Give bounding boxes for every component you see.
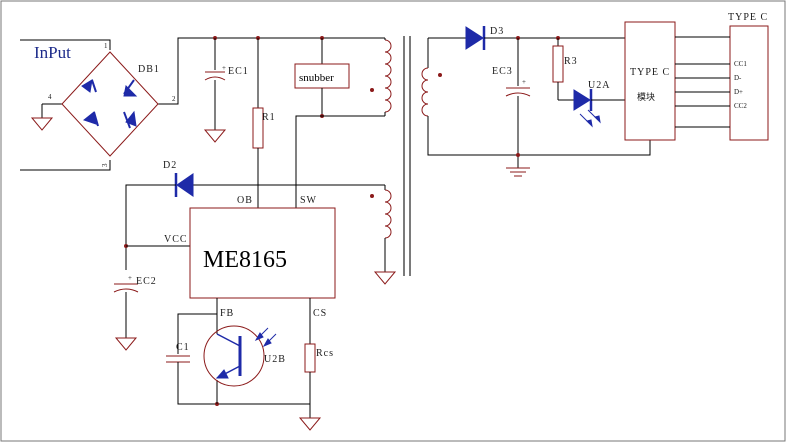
typec-module-sub: 模块 xyxy=(637,91,655,103)
db1-label: DB1 xyxy=(138,64,160,75)
ec2-label: EC2 xyxy=(136,276,157,287)
ec1-label: EC1 xyxy=(228,66,249,77)
d3-label: D3 xyxy=(490,26,504,37)
dminus-label: D- xyxy=(734,74,742,82)
d2-label: D2 xyxy=(163,160,177,171)
cc2-label: CC2 xyxy=(734,102,747,110)
r1-label: R1 xyxy=(262,112,276,123)
ec3-label: EC3 xyxy=(492,66,513,77)
pin-3-label: 3 xyxy=(101,163,109,167)
ec1-plus: + xyxy=(222,64,226,72)
u2a-label: U2A xyxy=(588,80,610,91)
pin-1-label: 1 xyxy=(104,42,108,50)
bridge-rectifier-db1 xyxy=(61,51,159,157)
ic-label: ME8165 xyxy=(203,247,287,273)
u2b-label: U2B xyxy=(264,354,286,365)
snubber-label: snubber xyxy=(299,72,334,84)
snubber-block xyxy=(294,36,385,208)
cc1-label: CC1 xyxy=(734,60,747,68)
fb-label: FB xyxy=(220,308,234,319)
diode-d2 xyxy=(125,173,385,270)
diode-d3 xyxy=(428,26,625,50)
transformer-secondary xyxy=(421,38,651,156)
vcc-label: VCC xyxy=(164,234,188,245)
resistor-r3 xyxy=(552,36,574,101)
ec3-plus: + xyxy=(522,78,526,86)
sw-label: SW xyxy=(300,195,317,206)
transformer-aux-coil xyxy=(370,185,397,285)
typec-module-title: TYPE C xyxy=(630,67,670,78)
input-wires xyxy=(20,37,385,171)
ic-me8165 xyxy=(189,207,336,299)
input-title: InPut xyxy=(34,43,71,62)
fb-network xyxy=(166,298,310,406)
typec-module xyxy=(624,21,676,141)
capacitor-ec2 xyxy=(113,244,190,351)
capacitor-ec1 xyxy=(203,36,227,143)
r3-label: R3 xyxy=(564,56,578,67)
ground-icon-input xyxy=(30,117,54,131)
typec-bus-wires xyxy=(675,36,730,128)
cs-label: CS xyxy=(313,308,327,319)
capacitor-ec3 xyxy=(505,36,531,177)
transformer-primary xyxy=(370,38,392,116)
transformer-core xyxy=(403,36,411,276)
typec-connector xyxy=(729,25,769,141)
dplus-label: D+ xyxy=(734,88,743,96)
ec2-plus: + xyxy=(128,274,132,282)
pin-4-label: 4 xyxy=(48,93,52,101)
resistor-rcs xyxy=(298,298,322,431)
resistor-r1 xyxy=(252,36,264,208)
c1-label: C1 xyxy=(176,342,190,353)
optocoupler-transistor-u2b xyxy=(203,325,277,387)
pin-2-label: 2 xyxy=(172,95,176,103)
rcs-label: Rcs xyxy=(316,348,334,359)
typec-connector-title: TYPE C xyxy=(728,12,768,23)
ob-label: OB xyxy=(237,195,253,206)
optocoupler-led-u2a xyxy=(573,89,625,128)
